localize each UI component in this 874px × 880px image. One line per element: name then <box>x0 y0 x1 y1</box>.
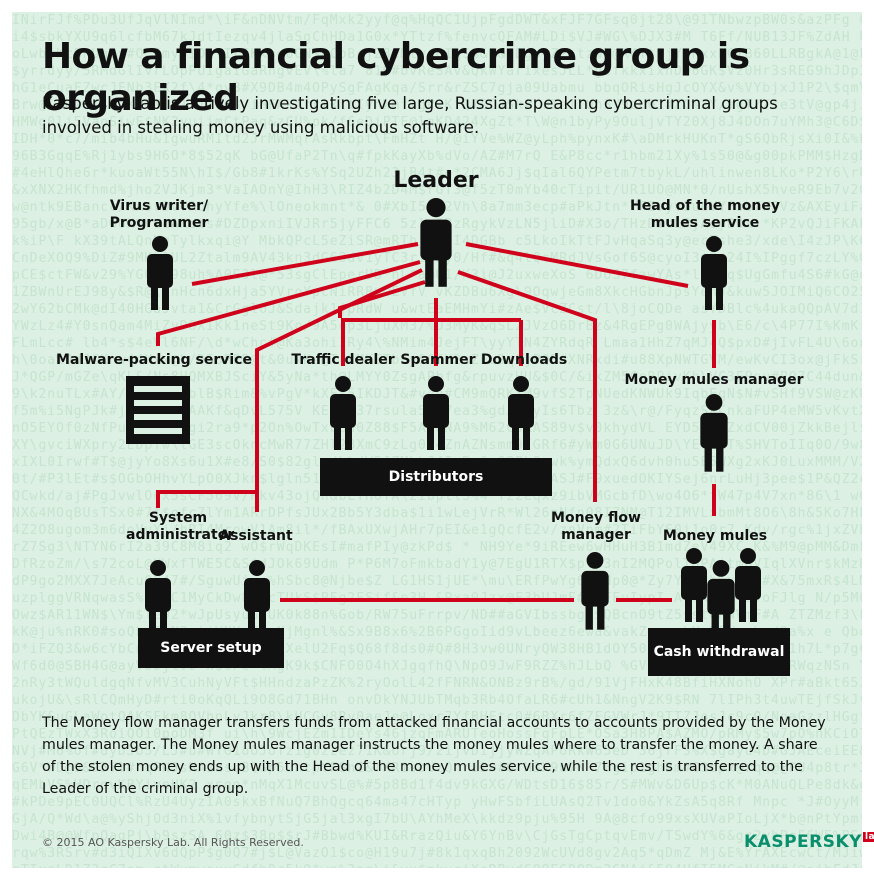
person-leader-icon <box>420 198 452 287</box>
noise-line: Owz$AR11WN$\Ym$Te92*wJpUsyuGYUK0k88n%Gob… <box>12 608 862 623</box>
noise-line: GjA/Q*Wd\a@%yShjOd3niX%1vfybnytSjG5jal3x… <box>12 812 862 827</box>
noise-line: 1ZBWnUrEJ98y&$R@\XnHcn6dxHja5YVroYpcNiRR… <box>12 285 862 300</box>
person-head-mules-icon <box>701 236 727 310</box>
noise-line: qEMbVS%HDrqvKBYiyeHK2 xsgo*nMqX1McuvSL@%… <box>12 778 862 793</box>
noise-line: Brw@&aww6/1oyXN5Nu5171WQd3 iHFAkzrrlkltI… <box>12 98 862 113</box>
label-traffic-dealer: Traffic dealer <box>291 352 395 368</box>
noise-line: DfRzoZm/\s72coL@HWxfTWE5C&S$dJOk69Udm P*… <box>12 557 862 572</box>
noise-line: nO5EYOf0zNfPuiVWwckdgi2ra9*p2On%OwTxbGu0… <box>12 421 862 436</box>
person-spammer-icon <box>423 376 449 450</box>
person-sysadmin-icon <box>145 560 171 634</box>
page-title: How a financial cybercrime group is orga… <box>42 36 750 119</box>
noise-line: PtQEzTWxX3RoiQOi0poDM3f ui\h\9WcjEZm1IDe… <box>12 727 862 742</box>
distributors-box: Distributors <box>320 458 552 496</box>
person-mule-3-icon <box>707 560 735 638</box>
kaspersky-logo: KASPERSKYlab <box>744 832 874 852</box>
noise-line: 96B3GqqE%Rj1ybs9H6O*8$52qK bG@UfaP2Tn\q#… <box>12 149 862 164</box>
noise-line: 2nRy3tWQuldgqNfvMV3CuhNyVFt$HHndzaPzZK%2… <box>12 676 862 691</box>
label-downloads: Downloads <box>480 352 568 368</box>
label-malware-packing: Malware-packing service <box>56 352 252 368</box>
label-assistant: Assistant <box>219 528 293 544</box>
person-mule-1-icon <box>681 548 707 622</box>
noise-line: gTIxzLD1Z3qG7om gtWvmwsuvCdfh9c5kQ*wn%3p… <box>12 862 862 868</box>
description-text: The Money flow manager transfers funds f… <box>42 715 826 797</box>
label-virus-writer: Virus writer/ Programmer <box>109 198 209 231</box>
noise-line: G6V*WD@9&95Yl#hqPNJsHAzusuBQGp5untpYFSnZ… <box>12 761 862 776</box>
noise-line: Dwi4B@@WfpQagPj\b9szSA 60z$38p$$rJ#Bbwd%… <box>12 829 862 844</box>
noise-line: #4eHlQhe6r*kuoaWt55N\hI$/Gb8#1krKs%YSq2U… <box>12 166 862 181</box>
label-flow-manager: Money flow manager <box>551 510 641 543</box>
noise-line: i4$sbkYXU9q6lcfbM67kJdtIezqv4jlaSgChHDa1… <box>12 30 862 45</box>
cash-withdrawal-box: Cash withdrawal <box>648 628 790 676</box>
noise-line: hG1eCuaFZwcJFNb3EX2f\4*qvB#X9DB4m4OPySgF… <box>12 81 862 96</box>
server-rack-icon <box>126 376 190 444</box>
noise-line: rqw%3RSrv#d3iQIXv6dQpP$g0Q7#j$L@VazO1$co… <box>12 846 862 861</box>
label-sysadmin: System administrator <box>126 510 235 543</box>
noise-line: NX&4MOqBUsTSx0#7f$ofc7lYm1ARrDPfsJUx2Bb5… <box>12 506 862 521</box>
noise-line: ukojU&\sRlCQmHyD#rti0oKqQLi9O8Gd71BHn on… <box>12 693 862 708</box>
noise-line: HMWg0lj5VaoSiwE$NK2yuiimCtPaq&zCU%pk/f6e… <box>12 115 862 130</box>
noise-line: rZ7Sg3\NTYN6rI2a39C8M8iq2 wO$rWqDKEsI#ma… <box>12 540 862 555</box>
link-leader-sysadmin <box>338 280 426 318</box>
link-leader-flow-manager <box>457 270 597 502</box>
person-mules-manager-icon <box>700 394 728 472</box>
server-setup-box: Server setup <box>138 628 284 668</box>
person-mule-2-icon <box>735 548 761 622</box>
link-leader-head-mules <box>465 242 689 288</box>
noise-line: $yrrdyy/5RMdGlIvrLOpPUIgaIGaRhgvEV\%la7 … <box>12 64 862 79</box>
code-noise-background: INirFJf%PDu3UfJqVlNImd*\iF&nDNVtm/FqMxk2… <box>12 12 862 868</box>
noise-line: #kPDe9pEC0UQCl%RzU4UyzIA0skxBfNuQ7BhQgcq… <box>12 795 862 810</box>
noise-line: IDH*0*c7/mib4bHu&1gwuRMItd2JrMWMqrAsRkbp… <box>12 132 862 147</box>
label-money-mules: Money mules <box>662 528 768 544</box>
label-leader: Leader <box>393 168 479 193</box>
noise-line: XY\gvciWXpry2EDpTw\tGE3scOkncMwR77ZHl28X… <box>12 438 862 453</box>
link-leader-distributors <box>341 298 438 366</box>
noise-line: oLwb\KcBnUq0v#QC6myD$OglIrCKxbe0GN$hCpBc… <box>12 47 862 62</box>
link-leader-assistant <box>255 268 423 512</box>
noise-line: 4Z2O8ugom3m6doVvYj/hRI4MrowV1Am8il*/fBAx… <box>12 523 862 538</box>
label-head-mules: Head of the money mules service <box>630 198 780 231</box>
noise-line: DbYK&uGLaWotQAKSFkm8OVbpLyJkr8\kUCGy8Ry0… <box>12 710 862 725</box>
noise-line: NVj#M6%of#dyDJb5/LJ#u#WYG1oOJoTzig0zzez7… <box>12 744 862 759</box>
copyright: © 2015 AO Kaspersky Lab. All Rights Rese… <box>42 836 304 849</box>
noise-line: &xXNX2HKfhmd%jho2VJKjm3*VaIAOnY@IhH3\RIZ… <box>12 183 862 198</box>
page-subtitle: Kaspersky Lab is actively investigating … <box>42 94 778 137</box>
label-mules-manager: Money mules manager <box>624 372 804 388</box>
person-traffic-dealer-icon <box>330 376 356 450</box>
label-spammer: Spammer <box>400 352 476 368</box>
link-sysadmin-branch <box>156 490 257 508</box>
person-flow-manager-icon <box>581 552 609 630</box>
noise-line: INirFJf%PDu3UfJqVlNImd*\iF&nDNVtm/FqMxk2… <box>12 13 862 28</box>
noise-line: dP9go2MXX7JeAcuOX47#/SguwUixc%hSbc8@Njbe… <box>12 574 862 589</box>
person-assistant-icon <box>244 560 270 634</box>
person-virus-writer-icon <box>147 236 173 310</box>
link-leader-virus-writer <box>191 242 419 286</box>
link-leader-malware-packing <box>156 260 421 346</box>
person-downloads-icon <box>508 376 534 450</box>
